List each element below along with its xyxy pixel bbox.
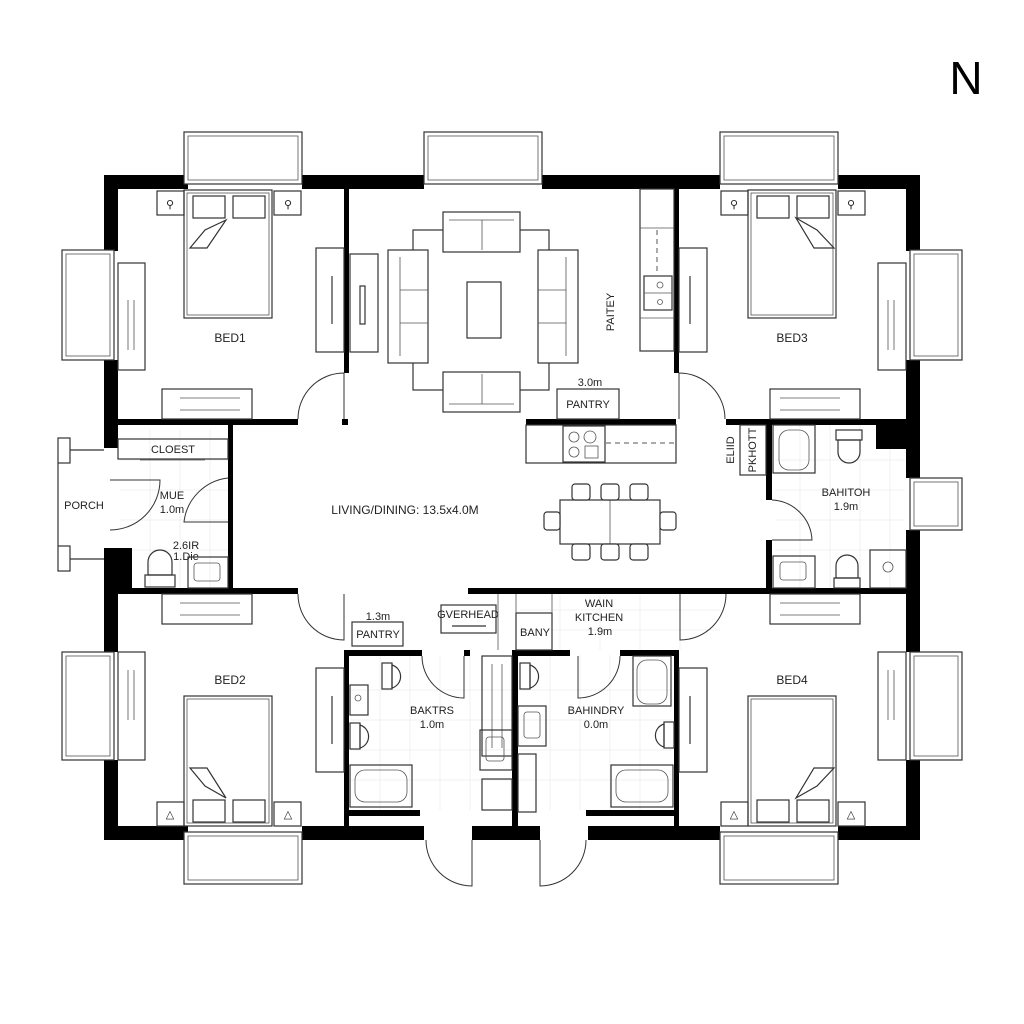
svg-text:△: △	[847, 809, 856, 821]
pkhott-sub-label: ELIID	[725, 436, 737, 464]
bath-se-dim: 0.0m	[584, 719, 608, 731]
pantry-top-label: PANTRY	[566, 399, 610, 411]
bath-east-dim: 1.9m	[834, 501, 858, 513]
east-bathroom: BAHITOH 1.9m	[772, 424, 907, 589]
south-west-bathroom: BAKTRS 1.0m	[349, 655, 513, 811]
svg-text:⚲: ⚲	[166, 199, 174, 211]
svg-text:⚲: ⚲	[847, 199, 855, 211]
mudroom-label: MUE	[160, 490, 184, 502]
windows	[61, 131, 963, 885]
pantry-bottom-label: PANTRY	[356, 629, 400, 641]
svg-text:△: △	[284, 809, 293, 821]
pantry-side-label: PAITEY	[605, 292, 617, 331]
main-kitchen-label-2: KITCHEN	[575, 612, 623, 624]
bath-se-label: BAHINDRY	[568, 705, 625, 717]
bath-sw-label: BAKTRS	[410, 705, 454, 717]
porch-label: PORCH	[64, 500, 104, 512]
living-label: LIVING/DINING: 13.5x4.0M	[331, 503, 478, 517]
powder-dim: 1.Die	[173, 551, 199, 563]
bed4-room: △ △ BED4	[678, 593, 907, 827]
bed1-label: BED1	[214, 331, 246, 345]
dining-table	[543, 483, 677, 561]
main-kitchen-label-1: WAIN	[585, 598, 613, 610]
svg-text:⚲: ⚲	[730, 199, 738, 211]
porch: PORCH	[57, 437, 104, 572]
bed4-label: BED4	[776, 673, 808, 687]
bed3-label: BED3	[776, 331, 808, 345]
pantry-bottom-dim: 1.3m	[366, 611, 390, 623]
south-east-bathroom: BAHINDRY 0.0m	[517, 655, 675, 813]
pkhott-label: PKHOTT	[747, 427, 759, 472]
tile-grid	[120, 425, 905, 810]
closet-label: CLOEST	[151, 444, 195, 456]
bath-east-label: BAHITOH	[822, 487, 871, 499]
svg-text:△: △	[730, 809, 739, 821]
doors[interactable]	[109, 372, 813, 887]
bed2-room: △ △ BED2	[117, 593, 345, 827]
powder-label: 2.6IR	[173, 540, 199, 552]
bed2-label: BED2	[214, 673, 246, 687]
interior-walls	[118, 189, 906, 840]
kitchen-area: PAITEY PANTRY 3.0m PKHOTT ELIID	[525, 188, 767, 476]
pantry-top-dim: 3.0m	[578, 377, 602, 389]
exterior-walls	[104, 175, 920, 840]
bath-sw-dim: 1.0m	[420, 719, 444, 731]
svg-text:⚲: ⚲	[284, 199, 292, 211]
bed1-room: ⚲ ⚲ BED1	[117, 189, 345, 420]
bed3-room: ⚲ ⚲ BED3	[678, 189, 907, 420]
main-kitchen-dim: 1.9m	[588, 626, 612, 638]
west-service-rooms: CLOEST MUE 1.0m 2.6IR 1.Die	[117, 438, 229, 589]
living-room: LIVING/DINING: 13.5x4.0M	[331, 211, 677, 561]
svg-text:△: △	[166, 809, 175, 821]
pany-label: BANY	[520, 627, 551, 639]
mudroom-dim: 1.0m	[160, 504, 184, 516]
north-indicator: N	[949, 52, 982, 104]
toilet-icon	[147, 549, 173, 576]
overhead-label: GVERHEAD	[437, 609, 499, 621]
south-core: PANTRY 1.3m GVERHEAD BANY WAIN KITCHEN 1…	[351, 594, 623, 651]
bed-icon	[183, 189, 273, 319]
